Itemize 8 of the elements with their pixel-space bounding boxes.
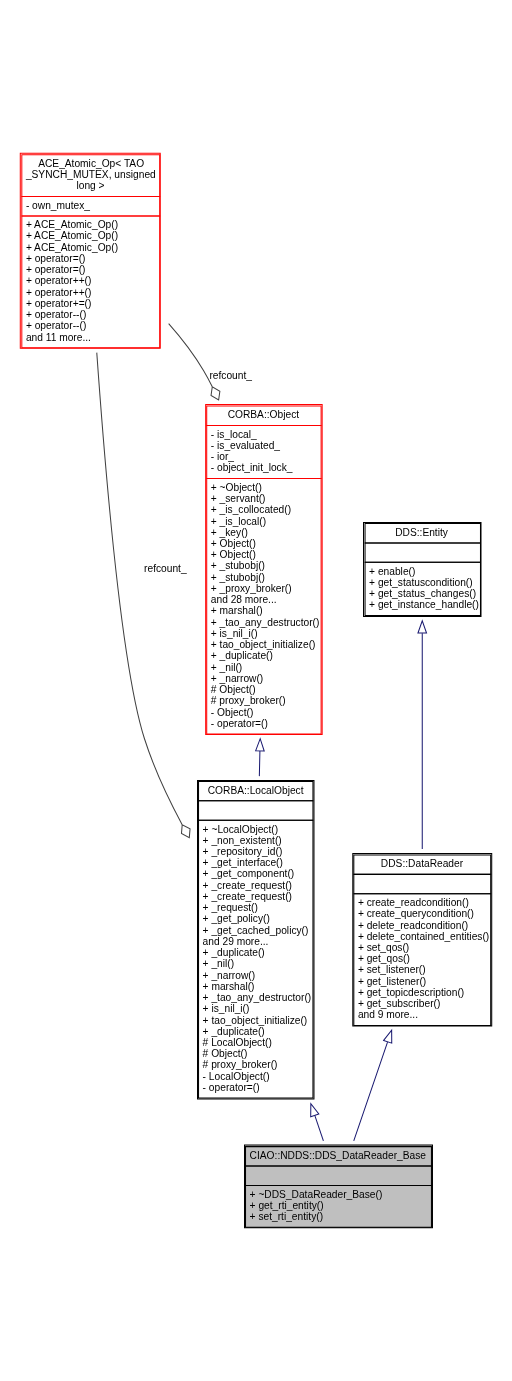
arrow	[310, 1102, 324, 1142]
arrow	[254, 737, 265, 777]
arrow	[417, 619, 428, 850]
connector	[168, 323, 221, 401]
edge-label: refcount_	[209, 369, 252, 381]
connector	[96, 352, 191, 839]
arrow	[353, 1028, 393, 1142]
edge-label: refcount_	[144, 563, 187, 574]
